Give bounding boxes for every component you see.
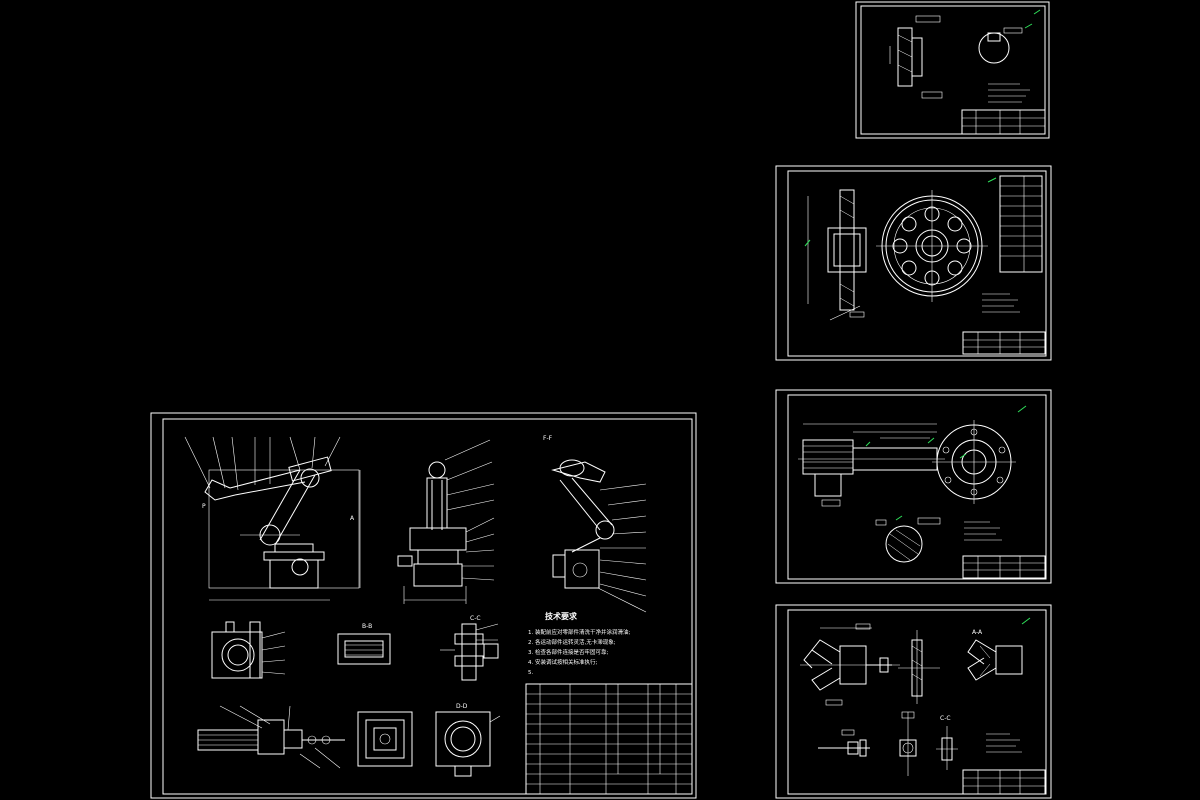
robot-third-view: F-F	[543, 435, 647, 613]
view-label-a: A	[350, 515, 355, 522]
sheet-2-gear-table	[987, 175, 1043, 273]
sheet-1-section-view	[897, 27, 913, 87]
robot-front-view: P A	[184, 436, 361, 601]
detail-d-view	[197, 705, 345, 769]
view-label-dd: D-D	[456, 703, 468, 710]
sheet-3-notes	[964, 521, 1002, 541]
sheet-4-border	[775, 604, 1052, 799]
sheet-4-gripper-section-aa: A-A	[967, 617, 1031, 681]
part-sheet-3[interactable]	[775, 389, 1052, 584]
note-4: 4. 安装调试按相关标准执行;	[528, 658, 597, 666]
sheet-2-gear-section	[804, 189, 867, 321]
note-5: 5.	[528, 670, 533, 676]
sheet-2-notes	[982, 293, 1020, 313]
sheet-2-border	[775, 165, 1052, 361]
view-label-bb: B-B	[362, 623, 372, 630]
sheet-1-border	[855, 1, 1050, 139]
view-label-p: P	[202, 503, 206, 510]
sheet-4-notes	[986, 733, 1022, 753]
note-3: 3. 检查各部件连接是否牢固可靠;	[528, 648, 608, 656]
detail-f-view: D-D	[435, 703, 501, 777]
sheet-4-gripper-front	[800, 623, 900, 706]
sheet-2-title-block	[962, 331, 1046, 355]
sheet-2-inner-border	[787, 170, 1047, 357]
sheet-1-title-block	[961, 109, 1046, 135]
parts-list-table	[525, 683, 693, 795]
note-2: 2. 各运动部件运转灵活,无卡滞现象;	[528, 638, 616, 646]
detail-b-view: B-B	[337, 623, 391, 665]
detail-c-view: C-C	[440, 615, 499, 681]
sheet-4-inner-border	[787, 609, 1047, 795]
sheet-1-inner-border	[860, 5, 1046, 135]
view-label-ff: F-F	[543, 435, 553, 442]
note-1: 1. 装配前应对零部件清洗干净并涂润滑油;	[528, 628, 630, 636]
main-sheet-inner-border	[162, 418, 693, 795]
view-label-aa: A-A	[972, 629, 983, 636]
view-label-cc-sheet4: C-C	[940, 715, 951, 722]
detail-a-view	[211, 621, 286, 679]
sheet-3-flange-face	[932, 405, 1027, 504]
part-sheet-1[interactable]	[855, 1, 1050, 139]
view-label-cc: C-C	[470, 615, 481, 622]
sheet-3-section-detail	[875, 515, 941, 563]
technical-notes: 技术要求 1. 装配前应对零部件清洗干净并涂润滑油; 2. 各运动部件运转灵活,…	[528, 611, 630, 676]
part-sheet-4[interactable]: A-A C-C	[775, 604, 1052, 799]
notes-title: 技术要求	[545, 611, 578, 621]
sheet-2-gear-face	[876, 190, 988, 302]
sheet-3-title-block	[962, 555, 1046, 579]
sheet-3-border	[775, 389, 1052, 584]
sheet-3-inner-border	[787, 394, 1047, 580]
sheet-4-gripper-side	[898, 630, 940, 704]
main-assembly-sheet[interactable]: P A F-F	[150, 412, 697, 799]
robot-side-view	[397, 439, 495, 604]
sheet-3-shaft-section	[798, 423, 945, 507]
main-sheet-outer-border	[150, 412, 697, 799]
sheet-1-round-view	[978, 32, 1010, 64]
sheet-4-bottom-views: C-C	[818, 711, 958, 776]
part-sheet-2[interactable]	[775, 165, 1052, 361]
detail-e-view	[357, 711, 413, 767]
sheet-4-title-block	[962, 769, 1046, 795]
